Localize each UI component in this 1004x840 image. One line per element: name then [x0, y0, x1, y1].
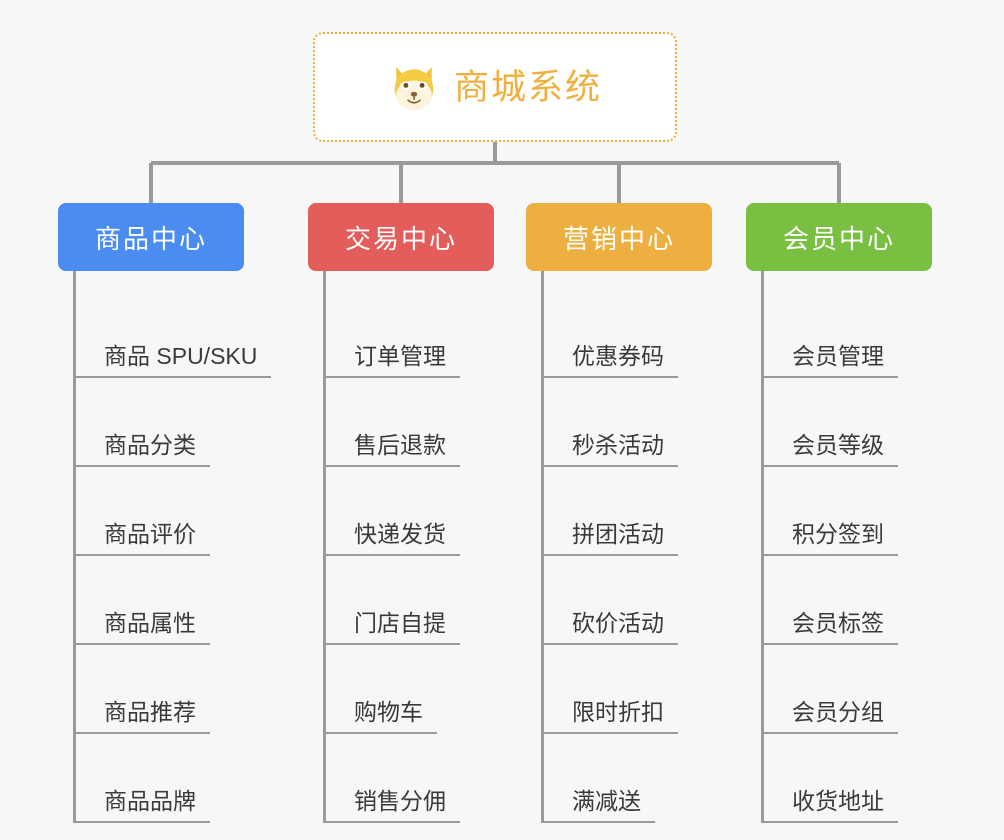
- leaf-list-3: 会员管理 会员等级 积分签到 会员标签 会员分组 收货地址: [761, 271, 932, 823]
- leaf-label: 商品评价: [76, 521, 210, 556]
- root-title: 商城系统: [453, 67, 602, 107]
- category-header-3[interactable]: 会员中心: [746, 203, 932, 271]
- leaf-label: 商品分类: [76, 432, 210, 467]
- category-header-1[interactable]: 交易中心: [308, 203, 494, 271]
- list-item[interactable]: 订单管理: [326, 289, 494, 378]
- leaf-label: 销售分佣: [326, 788, 460, 823]
- leaf-list-1: 订单管理 售后退款 快递发货 门店自提 购物车 销售分佣: [323, 271, 494, 823]
- list-item[interactable]: 商品属性: [76, 556, 244, 645]
- list-item[interactable]: 购物车: [326, 645, 494, 734]
- leaf-label: 商品品牌: [76, 788, 210, 823]
- category-label: 交易中心: [344, 223, 457, 254]
- list-item[interactable]: 收货地址: [764, 734, 932, 823]
- leaf-label: 优惠券码: [544, 343, 678, 378]
- list-item[interactable]: 砍价活动: [544, 556, 712, 645]
- list-item[interactable]: 秒杀活动: [544, 378, 712, 467]
- leaf-label: 售后退款: [326, 432, 460, 467]
- leaf-label: 砍价活动: [544, 610, 678, 645]
- leaf-label: 会员标签: [764, 610, 898, 645]
- list-item[interactable]: 销售分佣: [326, 734, 494, 823]
- category-label: 营销中心: [562, 223, 675, 254]
- category-label: 会员中心: [782, 223, 895, 254]
- leaf-label: 限时折扣: [544, 699, 678, 734]
- leaf-label: 订单管理: [326, 343, 460, 378]
- list-item[interactable]: 满减送: [544, 734, 712, 823]
- leaf-list-2: 优惠券码 秒杀活动 拼团活动 砍价活动 限时折扣 满减送: [541, 271, 712, 823]
- leaf-label: 购物车: [326, 699, 437, 734]
- leaf-label: 商品推荐: [76, 699, 210, 734]
- category-column-1: 交易中心 订单管理 售后退款 快递发货 门店自提 购物车 销售分佣: [308, 203, 494, 823]
- leaf-label: 门店自提: [326, 610, 460, 645]
- leaf-label: 拼团活动: [544, 521, 678, 556]
- leaf-label: 会员管理: [764, 343, 898, 378]
- category-column-2: 营销中心 优惠券码 秒杀活动 拼团活动 砍价活动 限时折扣 满减送: [526, 203, 712, 823]
- list-item[interactable]: 商品分类: [76, 378, 244, 467]
- list-item[interactable]: 积分签到: [764, 467, 932, 556]
- list-item[interactable]: 拼团活动: [544, 467, 712, 556]
- leaf-label: 会员等级: [764, 432, 898, 467]
- list-item[interactable]: 商品品牌: [76, 734, 244, 823]
- list-item[interactable]: 会员管理: [764, 289, 932, 378]
- leaf-label: 收货地址: [764, 788, 898, 823]
- leaf-label: 商品 SPU/SKU: [76, 343, 272, 378]
- leaf-label: 快递发货: [326, 521, 460, 556]
- leaf-label: 商品属性: [76, 610, 210, 645]
- list-item[interactable]: 门店自提: [326, 556, 494, 645]
- list-item[interactable]: 会员分组: [764, 645, 932, 734]
- list-item[interactable]: 商品评价: [76, 467, 244, 556]
- list-item[interactable]: 商品 SPU/SKU: [76, 289, 272, 378]
- dog-face-icon: [394, 66, 434, 111]
- category-header-0[interactable]: 商品中心: [58, 203, 244, 271]
- list-item[interactable]: 优惠券码: [544, 289, 712, 378]
- leaf-label: 积分签到: [764, 521, 898, 556]
- list-item[interactable]: 会员等级: [764, 378, 932, 467]
- list-item[interactable]: 售后退款: [326, 378, 494, 467]
- category-header-2[interactable]: 营销中心: [526, 203, 712, 271]
- list-item[interactable]: 快递发货: [326, 467, 494, 556]
- category-column-3: 会员中心 会员管理 会员等级 积分签到 会员标签 会员分组 收货地址: [746, 203, 932, 823]
- leaf-label: 会员分组: [764, 699, 898, 734]
- list-item[interactable]: 会员标签: [764, 556, 932, 645]
- category-column-0: 商品中心 商品 SPU/SKU 商品分类 商品评价 商品属性 商品推荐 商品品牌: [58, 203, 272, 823]
- leaf-list-0: 商品 SPU/SKU 商品分类 商品评价 商品属性 商品推荐 商品品牌: [73, 271, 272, 823]
- root-node[interactable]: 商城系统: [313, 32, 677, 142]
- category-label: 商品中心: [94, 223, 207, 254]
- leaf-label: 秒杀活动: [544, 432, 678, 467]
- list-item[interactable]: 商品推荐: [76, 645, 244, 734]
- list-item[interactable]: 限时折扣: [544, 645, 712, 734]
- leaf-label: 满减送: [544, 788, 655, 823]
